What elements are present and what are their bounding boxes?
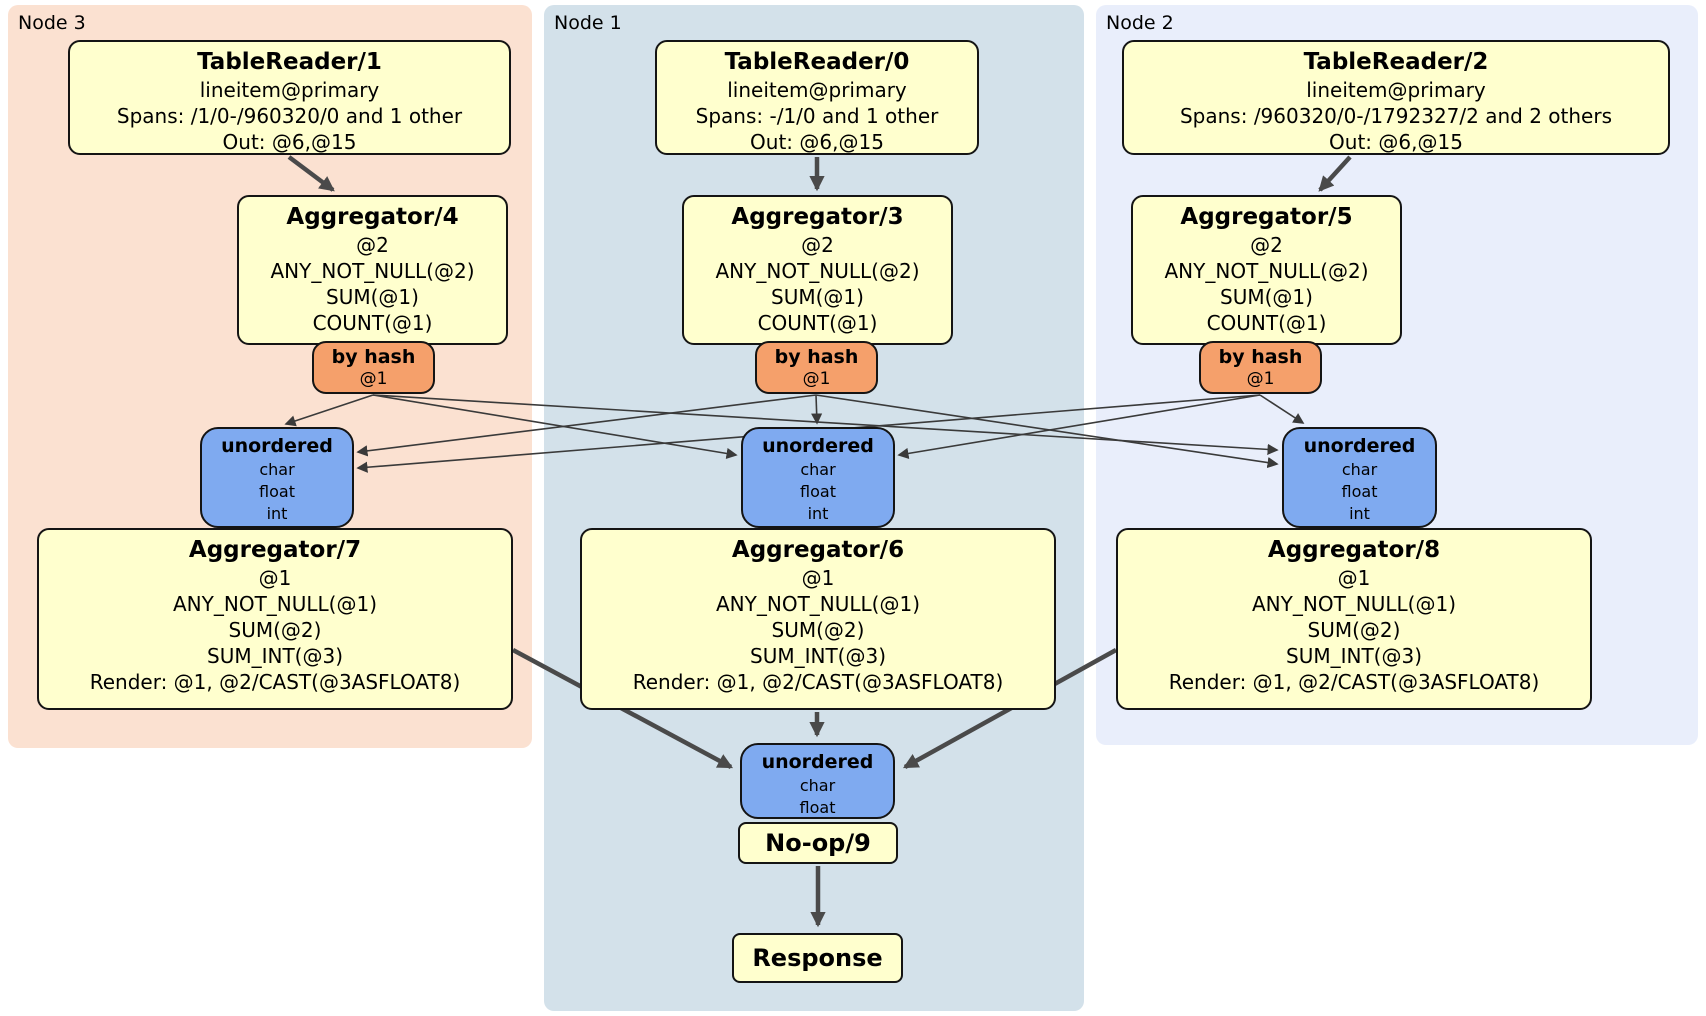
response-title: Response	[752, 944, 883, 972]
aggregator-3-box: Aggregator/3 @2 ANY_NOT_NULL(@2) SUM(@1)…	[682, 195, 953, 345]
sync-type-char: char	[799, 776, 836, 795]
aggregator-8-groupcols: @1	[1337, 566, 1371, 590]
sync-type-int: int	[266, 504, 288, 523]
aggregator-6-fn3: SUM_INT(@3)	[750, 644, 886, 668]
aggregator-4-box: Aggregator/4 @2 ANY_NOT_NULL(@2) SUM(@1)…	[237, 195, 508, 345]
response-box: Response	[732, 933, 903, 983]
tablereader-1-box: TableReader/1 lineitem@primary Spans: /1…	[68, 40, 511, 155]
unordered-sync-node1-title: unordered	[762, 435, 874, 457]
tablereader-1-index: lineitem@primary	[199, 78, 380, 102]
aggregator-4-fn1: ANY_NOT_NULL(@2)	[270, 259, 475, 283]
aggregator-4-groupcols: @2	[356, 233, 389, 257]
edge-byhash2-unord1	[897, 394, 1261, 459]
unordered-sync-node2: unordered char float int	[1282, 427, 1437, 528]
aggregator-8-title: Aggregator/8	[1267, 537, 1441, 563]
aggregator-7-groupcols: @1	[258, 566, 292, 590]
sync-type-char: char	[800, 460, 836, 479]
node1-label: Node 1	[554, 12, 622, 34]
sync-type-char: char	[259, 460, 295, 479]
aggregator-3-fn1: ANY_NOT_NULL(@2)	[715, 259, 920, 283]
edge-tr2-agg5	[1318, 155, 1352, 192]
tablereader-0-title: TableReader/0	[724, 49, 910, 75]
unordered-sync-final-title: unordered	[761, 751, 874, 773]
aggregator-6-title: Aggregator/6	[731, 537, 905, 563]
sync-type-float: float	[799, 798, 836, 817]
node2-label: Node 2	[1106, 12, 1174, 34]
aggregator-5-groupcols: @2	[1250, 233, 1283, 257]
hash-router-node2-col: @1	[1246, 369, 1275, 389]
aggregator-7-fn3: SUM_INT(@3)	[207, 644, 343, 668]
edge-tr1-agg4	[287, 155, 335, 192]
tablereader-2-index: lineitem@primary	[1306, 78, 1486, 102]
aggregator-8-fn1: ANY_NOT_NULL(@1)	[1252, 592, 1456, 616]
tablereader-2-spans: Spans: /960320/0-/1792327/2 and 2 others	[1179, 104, 1612, 128]
unordered-sync-node2-title: unordered	[1303, 435, 1416, 457]
edge-byhash1-unord1	[811, 394, 823, 425]
aggregator-5-fn3: COUNT(@1)	[1206, 311, 1327, 335]
tablereader-2-box: TableReader/2 lineitem@primary Spans: /9…	[1122, 40, 1670, 155]
noop-title: No-op/9	[765, 829, 871, 857]
aggregator-3-fn2: SUM(@1)	[771, 285, 864, 309]
aggregator-7-render: Render: @1, @2/CAST(@3ASFLOAT8)	[89, 670, 461, 694]
aggregator-8-fn2: SUM(@2)	[1307, 618, 1401, 642]
aggregator-8-box: Aggregator/8 @1 ANY_NOT_NULL(@1) SUM(@2)…	[1116, 528, 1592, 710]
sync-type-char: char	[1341, 460, 1378, 479]
edge-byhash3-unord1	[372, 394, 738, 459]
node3-label: Node 3	[18, 12, 86, 34]
aggregator-3-fn3: COUNT(@1)	[757, 311, 878, 335]
tablereader-0-box: TableReader/0 lineitem@primary Spans: -/…	[655, 40, 979, 155]
sync-type-float: float	[800, 482, 836, 501]
tablereader-0-spans: Spans: -/1/0 and 1 other	[695, 104, 939, 128]
tablereader-1-out: Out: @6,@15	[222, 130, 357, 154]
aggregator-8-fn3: SUM_INT(@3)	[1286, 644, 1422, 668]
unordered-sync-final: unordered char float	[740, 743, 895, 819]
hash-router-node1-title: by hash	[774, 346, 859, 368]
noop-box: No-op/9	[738, 822, 898, 864]
aggregator-6-render: Render: @1, @2/CAST(@3ASFLOAT8)	[632, 670, 1004, 694]
hash-router-node1: by hash @1	[755, 341, 878, 394]
sync-type-int: int	[1349, 504, 1370, 523]
aggregator-6-fn1: ANY_NOT_NULL(@1)	[716, 592, 920, 616]
hash-router-node2-title: by hash	[1218, 346, 1303, 368]
sync-type-float: float	[1341, 482, 1378, 501]
aggregator-4-title: Aggregator/4	[286, 204, 459, 230]
tablereader-0-index: lineitem@primary	[727, 78, 907, 102]
aggregator-6-box: Aggregator/6 @1 ANY_NOT_NULL(@1) SUM(@2)…	[580, 528, 1056, 710]
tablereader-1-title: TableReader/1	[197, 49, 382, 75]
aggregator-8-render: Render: @1, @2/CAST(@3ASFLOAT8)	[1168, 670, 1540, 694]
tablereader-2-title: TableReader/2	[1303, 49, 1489, 75]
unordered-sync-node1: unordered char float int	[741, 427, 895, 528]
aggregator-3-groupcols: @2	[801, 233, 834, 257]
aggregator-5-fn2: SUM(@1)	[1220, 285, 1313, 309]
aggregator-7-title: Aggregator/7	[188, 537, 362, 563]
hash-router-node3-col: @1	[359, 369, 388, 389]
unordered-sync-node3: unordered char float int	[200, 427, 354, 528]
aggregator-4-fn2: SUM(@1)	[326, 285, 419, 309]
hash-router-node3-title: by hash	[331, 346, 416, 368]
unordered-sync-node3-title: unordered	[221, 435, 333, 457]
hash-router-node2: by hash @1	[1199, 341, 1322, 394]
aggregator-7-fn1: ANY_NOT_NULL(@1)	[173, 592, 377, 616]
hash-router-node1-col: @1	[802, 369, 831, 389]
sync-type-float: float	[259, 482, 295, 501]
aggregator-5-box: Aggregator/5 @2 ANY_NOT_NULL(@2) SUM(@1)…	[1131, 195, 1402, 345]
tablereader-2-out: Out: @6,@15	[1329, 130, 1463, 154]
aggregator-7-box: Aggregator/7 @1 ANY_NOT_NULL(@1) SUM(@2)…	[37, 528, 513, 710]
edge-byhash1-unord3	[356, 394, 817, 457]
edge-byhash2-unord2	[1259, 394, 1305, 424]
aggregator-6-groupcols: @1	[801, 566, 835, 590]
aggregator-6-fn2: SUM(@2)	[771, 618, 865, 642]
edge-byhash3-unord3	[284, 394, 374, 427]
tablereader-0-out: Out: @6,@15	[750, 130, 884, 154]
aggregator-4-fn3: COUNT(@1)	[312, 311, 433, 335]
aggregator-3-title: Aggregator/3	[731, 204, 904, 230]
edge-byhash1-unord2	[815, 394, 1279, 469]
tablereader-1-spans: Spans: /1/0-/960320/0 and 1 other	[116, 104, 463, 128]
hash-router-node3: by hash @1	[312, 341, 435, 394]
aggregator-5-title: Aggregator/5	[1180, 204, 1353, 230]
aggregator-7-fn2: SUM(@2)	[228, 618, 322, 642]
aggregator-5-fn1: ANY_NOT_NULL(@2)	[1164, 259, 1369, 283]
sync-type-int: int	[807, 504, 829, 523]
